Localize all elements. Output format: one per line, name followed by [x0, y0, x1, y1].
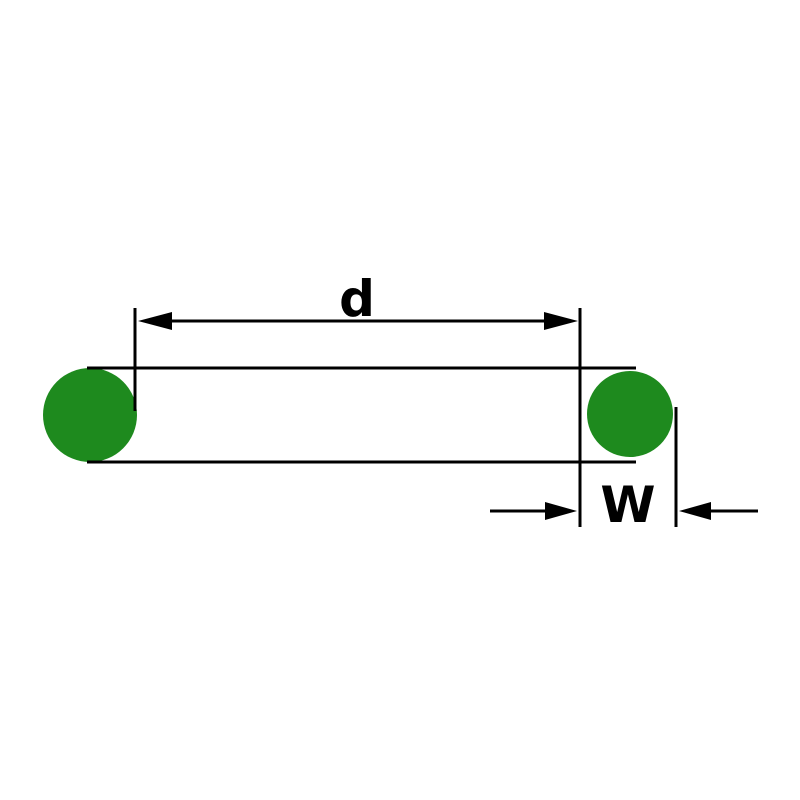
d-arrowhead-left	[138, 312, 172, 330]
w-arrowhead-left	[545, 502, 577, 520]
d-arrowhead-right	[544, 312, 578, 330]
dimension-label-diameter: d	[339, 270, 375, 328]
dimension-label-width: W	[600, 476, 655, 534]
oring-cross-section-left	[43, 368, 137, 462]
w-arrowhead-right	[679, 502, 711, 520]
oring-cross-section-right	[587, 371, 673, 457]
